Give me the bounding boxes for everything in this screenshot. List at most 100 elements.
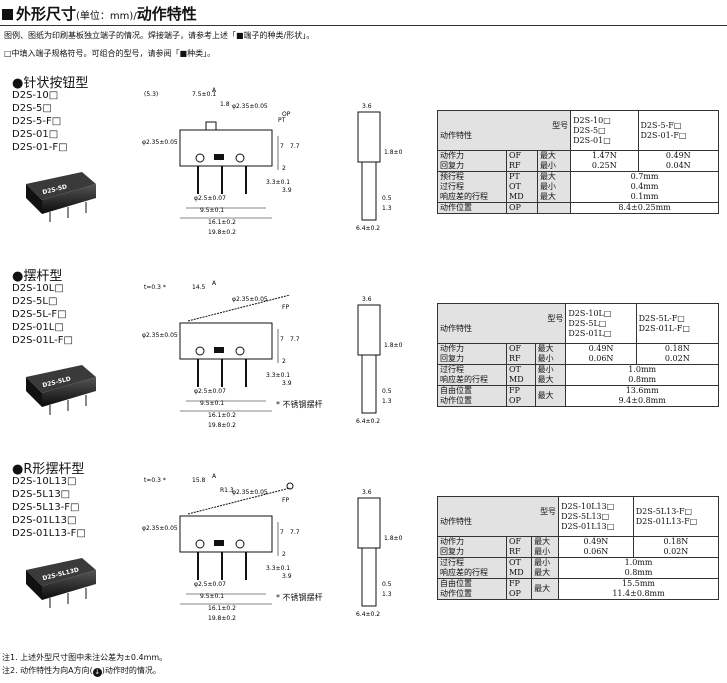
title-rule bbox=[0, 25, 727, 26]
model-cell: D2S-5-F□ bbox=[640, 120, 682, 130]
spec-code: OT bbox=[509, 365, 521, 374]
side-dim-top: 3.6 bbox=[362, 296, 372, 303]
dimension-label: 16.1±0.2 bbox=[208, 605, 236, 612]
model-column-1: D2S-10□D2S-5□D2S-01□ bbox=[570, 110, 639, 151]
mount-hole-left bbox=[195, 153, 205, 163]
note-2-suffix: )动作时的情况。 bbox=[101, 666, 161, 675]
dimension-label: PT bbox=[278, 117, 286, 124]
page-title: 外形尺寸(单位：mm)/动作特性 bbox=[2, 3, 197, 24]
dimension-label: A bbox=[212, 473, 217, 480]
switch-body-outline bbox=[179, 322, 273, 360]
spec-table: 型号 动作特性 D2S-10□D2S-5□D2S-01□ D2S-5-F□D2S… bbox=[436, 110, 719, 214]
spec-label: 自由位置 bbox=[440, 386, 472, 395]
dimension-label: 16.1±0.2 bbox=[208, 219, 236, 226]
dimension-label: A bbox=[212, 280, 217, 287]
plunger bbox=[205, 121, 217, 131]
model-cell: D2S-5L13-F□ bbox=[635, 506, 693, 516]
dimension-label: 2 bbox=[282, 551, 286, 558]
spec-value: 0.7mm bbox=[630, 172, 659, 181]
side-terminal bbox=[361, 547, 377, 607]
spec-qualifier: 最大 bbox=[539, 192, 556, 201]
dimension-label: (5.3) bbox=[144, 91, 158, 98]
intro-line-1: 图例、图纸为印刷基板独立端子的情况。焊接端子，请参考上述「■端子的种类/形状」。 bbox=[4, 31, 315, 40]
travel-labels: 过行程响应差的行程 bbox=[437, 557, 507, 579]
switch-front-face bbox=[42, 184, 96, 214]
side-dim-bottom: 6.4±0.2 bbox=[356, 418, 380, 425]
header-characteristics: 动作特性 bbox=[440, 323, 472, 333]
dimension-label: φ2.35±0.05 bbox=[142, 332, 178, 339]
spec-code: MD bbox=[509, 375, 524, 384]
spec-value: 9.4±0.8mm bbox=[618, 396, 666, 405]
spec-code: RF bbox=[509, 161, 521, 170]
spec-value: 0.8mm bbox=[624, 568, 653, 577]
dimension-label: 7 bbox=[280, 143, 284, 150]
dimension-label: 7.7 bbox=[290, 529, 300, 536]
position-labels: 自由位置动作位置 bbox=[437, 578, 507, 600]
position-qualifiers: 最大 bbox=[531, 578, 560, 600]
spec-label: 动作力 bbox=[440, 151, 464, 160]
force-qualifiers: 最大最小 bbox=[531, 536, 560, 558]
model-list: D2S-10L13□D2S-5L13□D2S-5L13-F□D2S-01L13□… bbox=[12, 475, 86, 540]
mount-hole-left bbox=[195, 346, 205, 356]
spec-value: 0.49N bbox=[588, 344, 614, 353]
down-arrow-icon: ↓ bbox=[92, 668, 102, 677]
position-labels: 动作位置 bbox=[437, 202, 507, 214]
title-rest: 动作特性 bbox=[136, 5, 197, 23]
force-labels: 动作力回复力 bbox=[437, 343, 507, 365]
position-codes: OP bbox=[506, 202, 538, 214]
model-name: D2S-5L□ bbox=[12, 296, 58, 307]
spec-table: 型号 动作特性 D2S-10L□D2S-5L□D2S-01L□ D2S-5L-F… bbox=[436, 303, 720, 407]
dimension-label: 7.7 bbox=[290, 143, 300, 150]
side-dim-bottom: 6.4±0.2 bbox=[356, 611, 380, 618]
model-name: D2S-5L13□ bbox=[12, 489, 71, 500]
spec-code: FP bbox=[509, 579, 520, 588]
dimension-label: 19.8±0.2 bbox=[208, 422, 236, 429]
side-dim-width: 1.8±0.1 bbox=[384, 535, 403, 542]
spec-label: 预行程 bbox=[440, 172, 464, 181]
spec-qualifier: 最小 bbox=[537, 365, 554, 374]
spec-label: 自由位置 bbox=[440, 579, 472, 588]
spec-code: RF bbox=[509, 547, 521, 556]
switch-top-face bbox=[26, 172, 96, 200]
spec-code: FP bbox=[509, 386, 520, 395]
spec-qualifier: 最大 bbox=[534, 537, 551, 546]
spec-label: 回复力 bbox=[440, 161, 464, 170]
spec-qualifier: 最大 bbox=[534, 568, 551, 577]
spec-value: 0.02N bbox=[663, 547, 689, 556]
dimension-label: φ2.5±0.07 bbox=[194, 195, 226, 202]
position-values: 8.4±0.25mm bbox=[570, 202, 719, 214]
dimension-label: FP bbox=[282, 304, 289, 311]
header-characteristics: 动作特性 bbox=[440, 516, 472, 526]
spec-label: 动作力 bbox=[440, 344, 464, 353]
spec-qualifier: 最大 bbox=[539, 151, 556, 160]
model-column-1: D2S-10L13□D2S-5L13□D2S-01L13□ bbox=[558, 496, 634, 537]
spec-code: PT bbox=[509, 172, 520, 181]
side-body bbox=[357, 111, 381, 163]
spec-value: 1.0mm bbox=[624, 558, 653, 567]
product-photo: D2S-5D bbox=[26, 172, 96, 222]
side-body bbox=[357, 304, 381, 356]
spec-value: 8.4±0.25mm bbox=[618, 203, 671, 212]
spec-label: 过行程 bbox=[440, 558, 464, 567]
section-heading: ●摆杆型 bbox=[12, 269, 63, 284]
lever-note: * 不锈钢摆杆 bbox=[276, 400, 323, 409]
spec-value: 0.06N bbox=[583, 547, 609, 556]
switch-top-face bbox=[26, 365, 96, 393]
spec-code: MD bbox=[509, 568, 524, 577]
spec-label: 动作位置 bbox=[440, 203, 472, 212]
spec-value: 0.1mm bbox=[630, 192, 659, 201]
position-labels: 自由位置动作位置 bbox=[437, 385, 507, 407]
dimension-label: φ2.5±0.07 bbox=[194, 581, 226, 588]
switch-side-face bbox=[26, 377, 42, 407]
force-labels: 动作力回复力 bbox=[437, 150, 507, 172]
dimension-label: 7 bbox=[280, 529, 284, 536]
